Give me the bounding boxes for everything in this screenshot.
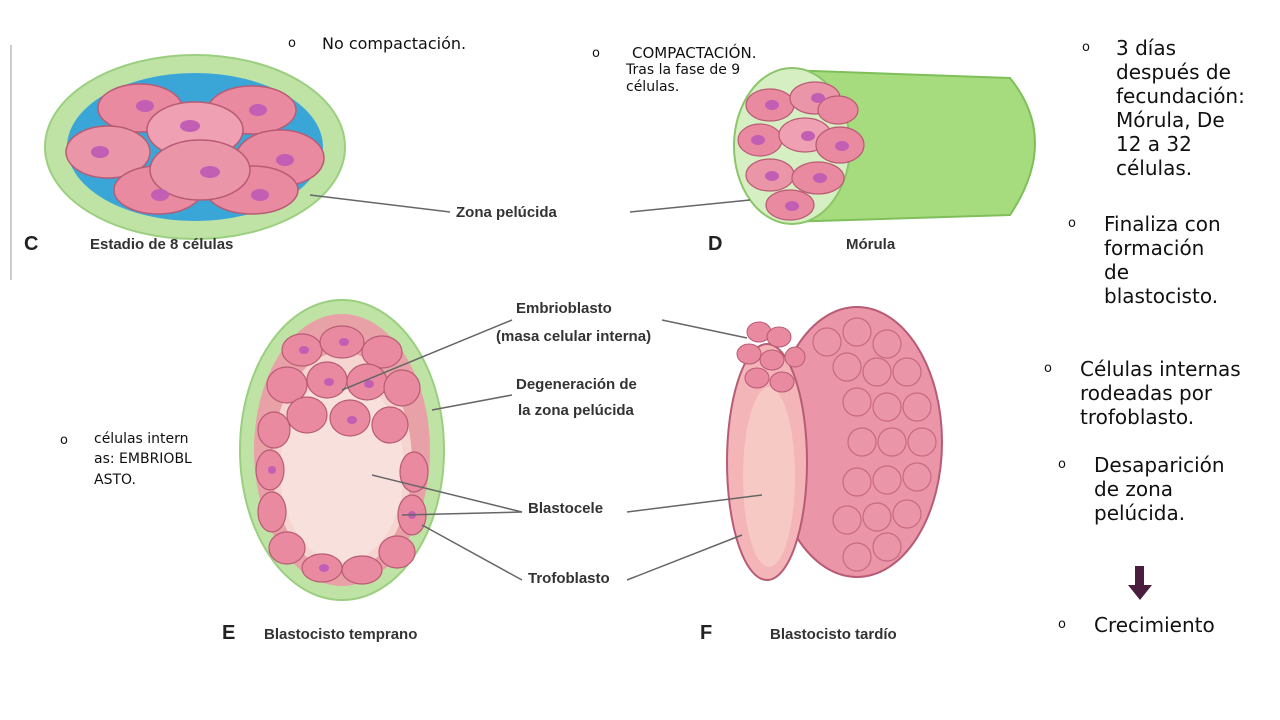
late-blastocyst-illustration bbox=[726, 306, 943, 581]
blastocyst-pointer-lines bbox=[341, 319, 763, 581]
bullet-text: No compactación. bbox=[322, 34, 467, 53]
bullet-marker: o bbox=[1058, 617, 1066, 632]
bullet-text-line1: COMPACTACIÓN. bbox=[632, 44, 757, 62]
bullet-finaliza: o Finaliza con formación de blastocisto. bbox=[1068, 212, 1258, 308]
bullet-text: 3 días después de fecundación: Mórula, D… bbox=[1116, 36, 1245, 180]
panel-f-caption: Blastocisto tardío bbox=[770, 626, 897, 643]
zona-pointer-lines bbox=[309, 194, 751, 213]
panel-c-letter: C bbox=[24, 233, 39, 255]
zona-pelucida-label: Zona pelúcida bbox=[456, 204, 557, 221]
bullet-marker: o bbox=[1082, 40, 1090, 55]
early-blastocyst-illustration bbox=[239, 299, 445, 601]
morula-illustration bbox=[733, 67, 1036, 225]
bullet-text-line2: Tras la fase de 9 células. bbox=[626, 62, 741, 95]
bullet-celulas-internas-rodeadas: o Células internas rodeadas por trofobla… bbox=[1044, 357, 1264, 429]
bullet-marker: o bbox=[1068, 216, 1076, 231]
bullet-marker: o bbox=[1058, 457, 1066, 472]
panel-c-caption: Estadio de 8 células bbox=[90, 236, 234, 253]
down-arrow-icon bbox=[1128, 566, 1152, 600]
bullet-marker: o bbox=[1044, 361, 1052, 376]
bullet-marker: o bbox=[592, 46, 600, 61]
bullet-text: Finaliza con formación de blastocisto. bbox=[1104, 212, 1221, 308]
bullet-marker: o bbox=[288, 36, 296, 51]
bullet-compactacion: o COMPACTACIÓN. Tras la fase de 9 célula… bbox=[592, 44, 792, 96]
bullet-text: Crecimiento bbox=[1094, 613, 1215, 637]
bullet-desaparicion: o Desaparición de zona pelúcida. bbox=[1058, 453, 1258, 525]
blastocele-label: Blastocele bbox=[528, 500, 604, 517]
masa-celular-interna-label: (masa celular interna) bbox=[496, 328, 652, 345]
bullet-text: Células internas rodeadas por trofoblast… bbox=[1080, 357, 1241, 429]
embrioblasto-label: Embrioblasto bbox=[516, 300, 612, 317]
panel-d-caption: Mórula bbox=[846, 236, 896, 253]
panel-e-letter: E bbox=[222, 622, 236, 644]
eight-cell-stage-illustration bbox=[44, 54, 346, 240]
bullet-marker: o bbox=[60, 433, 68, 448]
bullet-text: Desaparición de zona pelúcida. bbox=[1094, 453, 1225, 525]
zona-pelucida-degeneration-label: la zona pelúcida bbox=[518, 402, 634, 419]
figure-edge bbox=[10, 45, 12, 280]
panel-d-letter: D bbox=[708, 233, 723, 255]
panel-f-letter: F bbox=[700, 622, 713, 644]
top-figure: Zona pelúcida C Estadio de 8 células D M… bbox=[10, 40, 1080, 285]
bullet-tres-dias: o 3 días después de fecundación: Mórula,… bbox=[1082, 36, 1245, 180]
bottom-figure: Embrioblasto (masa celular interna) Dege… bbox=[222, 290, 950, 650]
bullet-no-compactacion: o No compactación. bbox=[288, 34, 528, 53]
bullet-crecimiento: o Crecimiento bbox=[1058, 613, 1258, 637]
trofoblasto-label: Trofoblasto bbox=[528, 570, 610, 587]
panel-e-caption: Blastocisto temprano bbox=[264, 626, 418, 643]
bullet-celulas-internas: o células internas: EMBRIOBLASTO. bbox=[60, 429, 220, 490]
bullet-text: células internas: EMBRIOBLASTO. bbox=[94, 431, 192, 488]
degeneracion-label: Degeneración de bbox=[516, 376, 637, 393]
